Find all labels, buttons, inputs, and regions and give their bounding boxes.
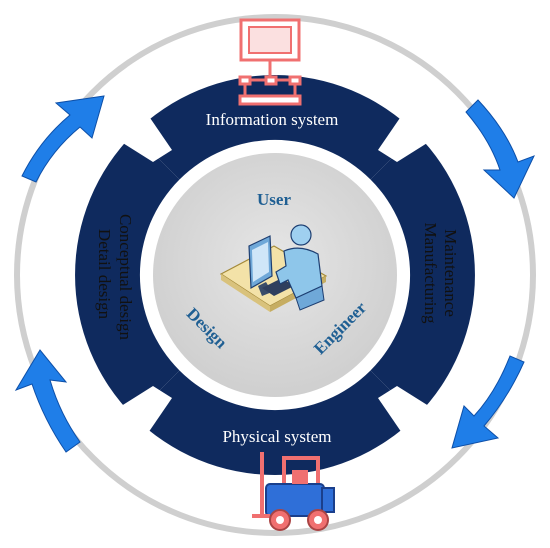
arrow-upper-right xyxy=(465,99,535,199)
right-segment-label: Data transfer xyxy=(499,224,518,313)
arrow-lower-right xyxy=(451,355,525,449)
forklift-icon xyxy=(252,452,335,531)
data-flow-arrows xyxy=(14,95,535,453)
user-workstation-icon xyxy=(219,224,328,312)
user-label: User xyxy=(257,190,291,209)
arrow-upper-left xyxy=(21,95,105,183)
top-segment-label: Information system xyxy=(206,110,339,129)
segment-bottom xyxy=(133,370,417,475)
segment-top xyxy=(133,75,417,180)
conceptual-design-label: Conceptual design xyxy=(116,214,135,341)
segment-left xyxy=(75,133,180,417)
manufacturing-label: Manufacturing xyxy=(421,222,440,324)
maintenance-label: Maintenance xyxy=(441,229,460,317)
bottom-segment-label: Physical system xyxy=(222,427,331,446)
detail-design-label: Detail design xyxy=(95,229,114,320)
computer-monitor-icon xyxy=(238,18,302,106)
segment-right xyxy=(370,133,475,417)
navy-ring xyxy=(75,75,475,475)
arrow-lower-left xyxy=(14,349,81,453)
left-segment-label: Data transfer xyxy=(27,234,46,323)
ring-separators xyxy=(104,96,446,452)
